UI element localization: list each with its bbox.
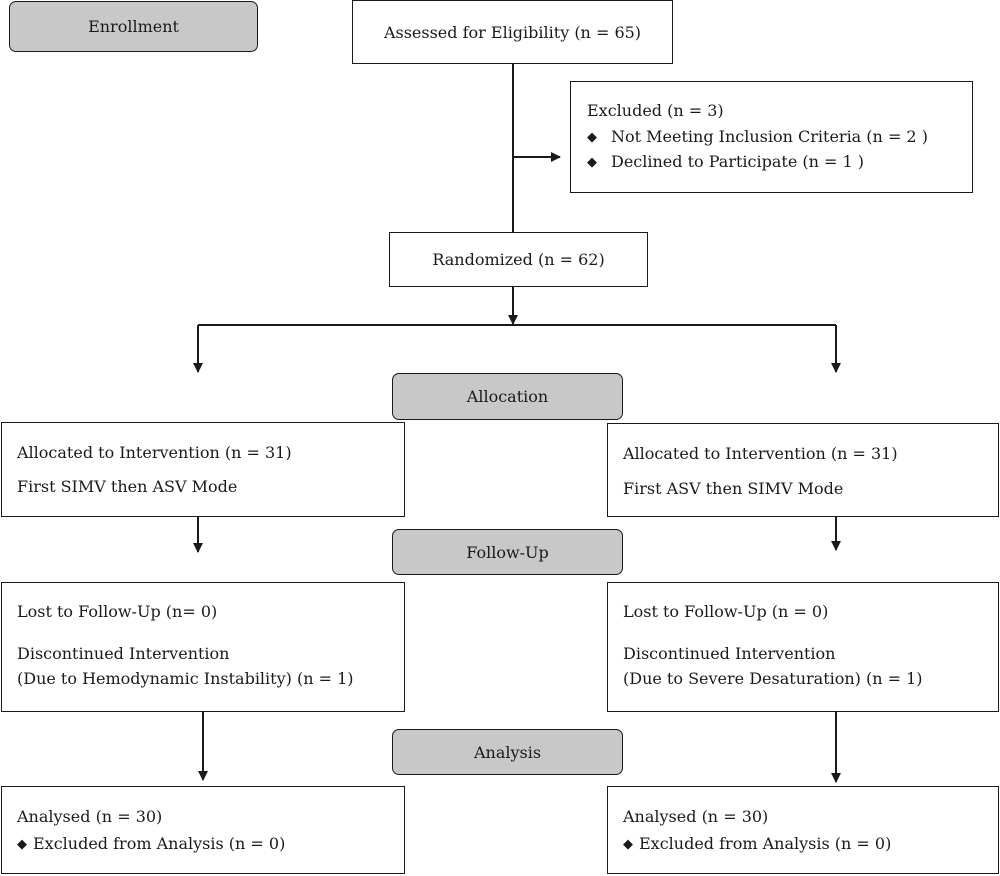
- left-allocation-sequence: First SIMV then ASV Mode: [17, 477, 238, 496]
- right-analysis-box: Analysed (n = 30) ◆ Excluded from Analysi…: [607, 786, 999, 874]
- excluded-item-label: Not Meeting Inclusion Criteria (n = 2 ): [611, 127, 928, 146]
- excluded-title: Excluded (n = 3): [587, 101, 724, 120]
- randomized-box: Randomized (n = 62): [389, 232, 648, 287]
- left-analysed: Analysed (n = 30): [17, 807, 163, 826]
- left-excluded-from-analysis-label: Excluded from Analysis (n = 0): [33, 834, 286, 853]
- assessed-box: Assessed for Eligibility (n = 65): [352, 0, 673, 64]
- diamond-bullet-icon: ◆: [587, 130, 597, 145]
- stage-enrollment: Enrollment: [9, 1, 258, 52]
- excluded-item: ◆ Not Meeting Inclusion Criteria (n = 2 ): [587, 127, 928, 149]
- stage-follow-up-label: Follow-Up: [466, 542, 549, 562]
- randomized-text: Randomized (n = 62): [432, 250, 605, 269]
- right-followup-box: Lost to Follow-Up (n = 0) Discontinued I…: [607, 582, 999, 712]
- stage-follow-up: Follow-Up: [392, 529, 623, 575]
- excluded-item: ◆ Declined to Participate (n = 1 ): [587, 152, 864, 174]
- diamond-bullet-icon: ◆: [623, 837, 633, 852]
- left-discontinued: Discontinued Intervention: [17, 644, 230, 663]
- left-lost-to-followup: Lost to Follow-Up (n= 0): [17, 602, 218, 621]
- right-allocation-box: Allocated to Intervention (n = 31) First…: [607, 423, 999, 517]
- right-allocation-sequence: First ASV then SIMV Mode: [623, 479, 844, 498]
- left-discontinued-reason: (Due to Hemodynamic Instability) (n = 1): [17, 669, 354, 688]
- left-allocation-count: Allocated to Intervention (n = 31): [17, 443, 292, 462]
- diamond-bullet-icon: ◆: [17, 837, 27, 852]
- diamond-bullet-icon: ◆: [587, 155, 597, 170]
- right-lost-to-followup: Lost to Follow-Up (n = 0): [623, 602, 829, 621]
- left-excluded-from-analysis: ◆ Excluded from Analysis (n = 0): [17, 834, 285, 856]
- stage-allocation-label: Allocation: [466, 387, 549, 406]
- right-analysed: Analysed (n = 30): [623, 807, 769, 826]
- right-discontinued: Discontinued Intervention: [623, 644, 836, 663]
- left-allocation-box: Allocated to Intervention (n = 31) First…: [1, 422, 405, 517]
- assessed-text: Assessed for Eligibility (n = 65): [383, 22, 642, 42]
- right-excluded-from-analysis-label: Excluded from Analysis (n = 0): [639, 834, 892, 853]
- left-followup-box: Lost to Follow-Up (n= 0) Discontinued In…: [1, 582, 405, 712]
- stage-enrollment-label: Enrollment: [88, 17, 179, 36]
- stage-analysis: Analysis: [392, 729, 623, 775]
- stage-analysis-label: Analysis: [473, 742, 542, 762]
- right-allocation-count: Allocated to Intervention (n = 31): [623, 444, 898, 463]
- stage-allocation: Allocation: [392, 373, 623, 420]
- excluded-box: Excluded (n = 3) ◆ Not Meeting Inclusion …: [570, 81, 973, 193]
- left-analysis-box: Analysed (n = 30) ◆ Excluded from Analysi…: [1, 786, 405, 874]
- right-excluded-from-analysis: ◆ Excluded from Analysis (n = 0): [623, 834, 891, 856]
- excluded-item-label: Declined to Participate (n = 1 ): [611, 152, 864, 171]
- right-discontinued-reason: (Due to Severe Desaturation) (n = 1): [623, 669, 923, 688]
